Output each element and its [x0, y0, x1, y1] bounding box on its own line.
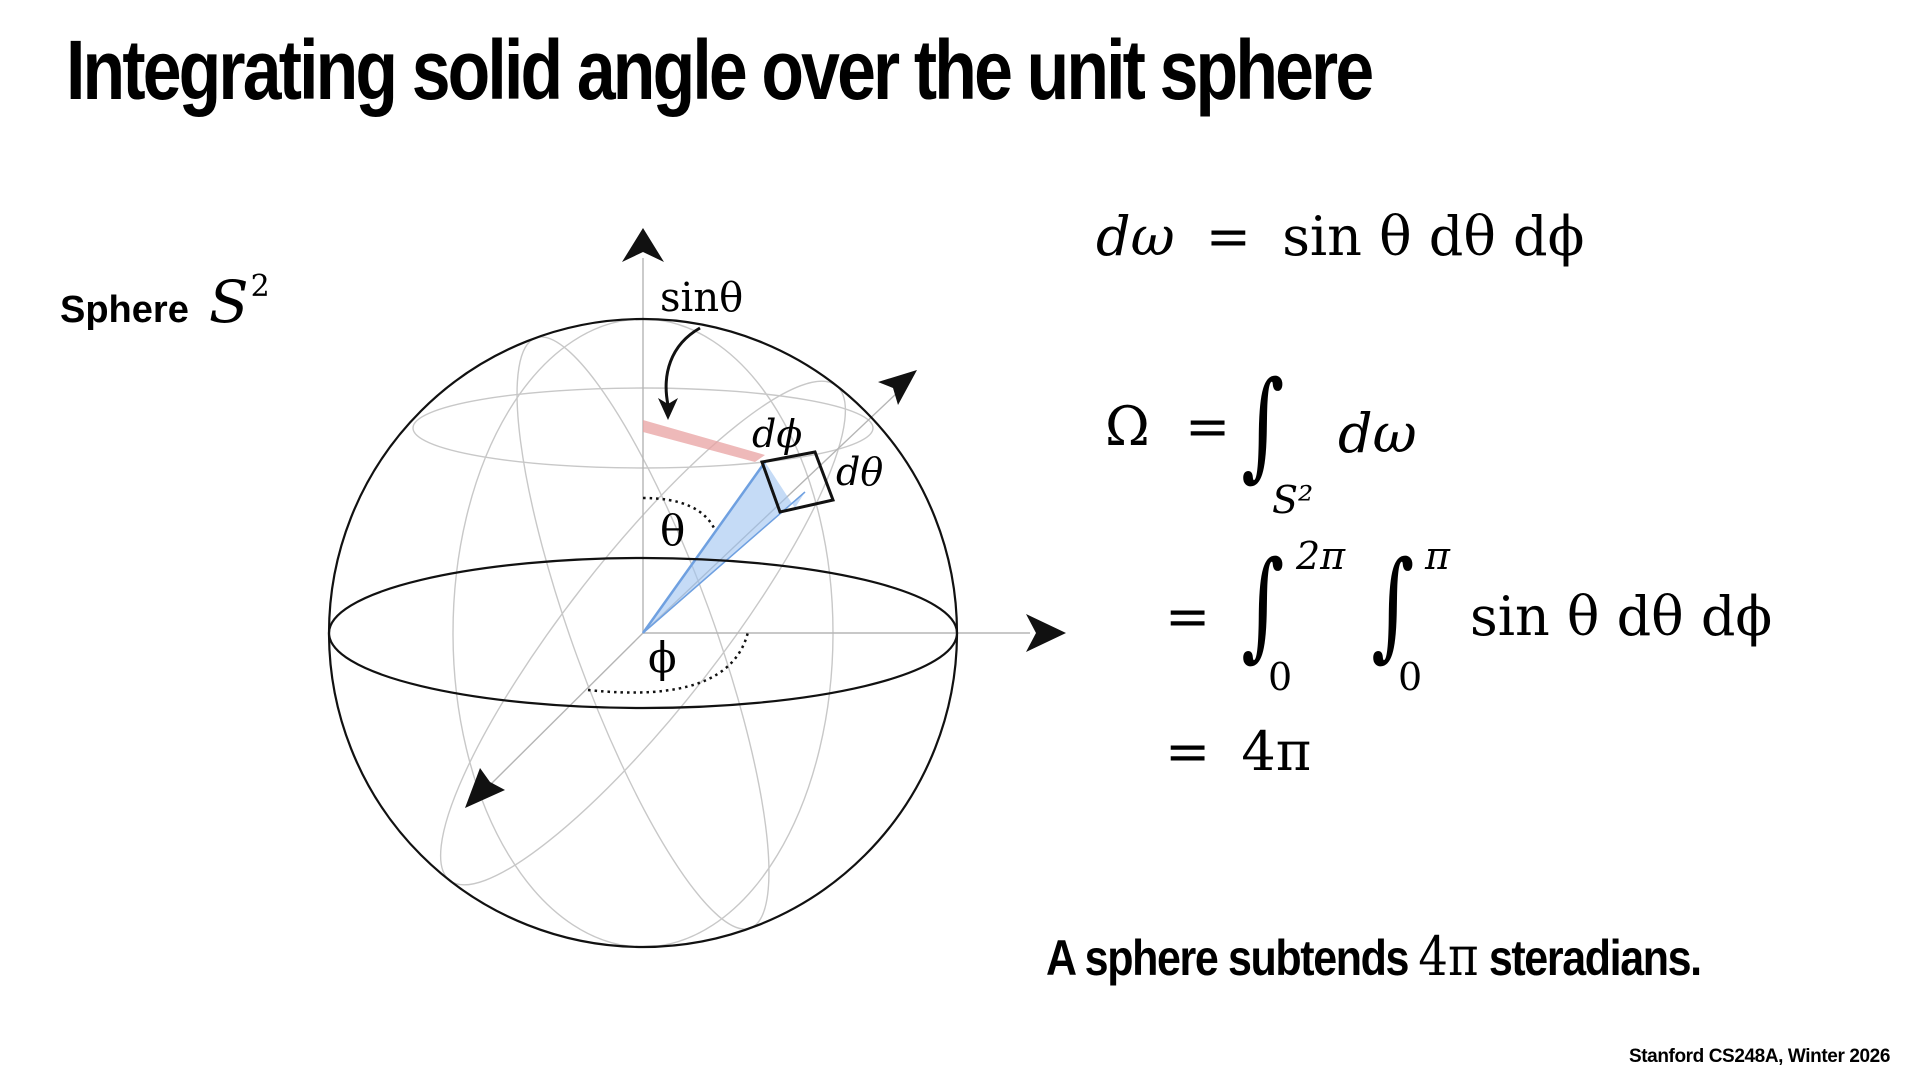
ray-arrowhead	[878, 370, 917, 405]
integral-lower-0-b: 0	[1398, 655, 1423, 699]
equation-double-integral-rhs: sin θ dθ dϕ	[1470, 585, 1773, 648]
equation-omega-rhs: dω	[1338, 402, 1417, 465]
sin-theta-arrow	[664, 326, 701, 406]
integral-sign-theta: ∫	[1371, 535, 1415, 673]
conclusion-statement: A sphere subtends 4π steradians.	[1046, 925, 1702, 988]
integral-subscript-s2: S²	[1272, 478, 1314, 522]
sphere-symbol: S2	[208, 268, 270, 336]
surface-patch	[759, 450, 836, 514]
blue-wedge	[643, 462, 805, 633]
equation-four-pi: = 4π	[1165, 720, 1312, 783]
footer-course-label: Stanford CS248A, Winter 2026	[1628, 1046, 1890, 1067]
z-axis-arrowhead	[622, 228, 664, 262]
equation-d-omega: dω = sin θ dθ dϕ	[1096, 205, 1585, 268]
red-band	[643, 420, 765, 462]
label-theta: θ	[660, 506, 685, 555]
slide-title: Integrating solid angle over the unit sp…	[66, 23, 1374, 117]
label-sin-theta: sinθ	[660, 275, 743, 321]
equation-omega: Ω =	[1105, 395, 1231, 458]
conclusion-math: 4π	[1418, 925, 1479, 988]
x-axis-arrowhead	[1026, 614, 1066, 652]
theta-arc	[642, 496, 717, 531]
integral-lower-0-a: 0	[1268, 655, 1293, 699]
equation-double-integral-eq: =	[1165, 585, 1211, 648]
integral-sign-phi: ∫	[1241, 535, 1285, 673]
sphere-exponent: 2	[250, 269, 270, 304]
label-d-theta: dθ	[836, 450, 883, 494]
sphere-word: Sphere	[60, 289, 189, 331]
y-axis-arrowhead	[465, 768, 505, 808]
conclusion-before: A sphere subtends	[1046, 930, 1409, 986]
label-d-phi: dϕ	[752, 412, 802, 456]
equator	[327, 556, 959, 710]
conclusion-after: steradians.	[1488, 930, 1702, 986]
integral-upper-2pi: 2π	[1296, 534, 1346, 578]
integral-sign-s2: ∫	[1241, 355, 1285, 493]
phi-arc	[587, 631, 750, 694]
sphere-label: Sphere S2	[60, 268, 270, 336]
label-phi: ϕ	[648, 633, 677, 682]
integral-upper-pi: π	[1425, 534, 1450, 578]
